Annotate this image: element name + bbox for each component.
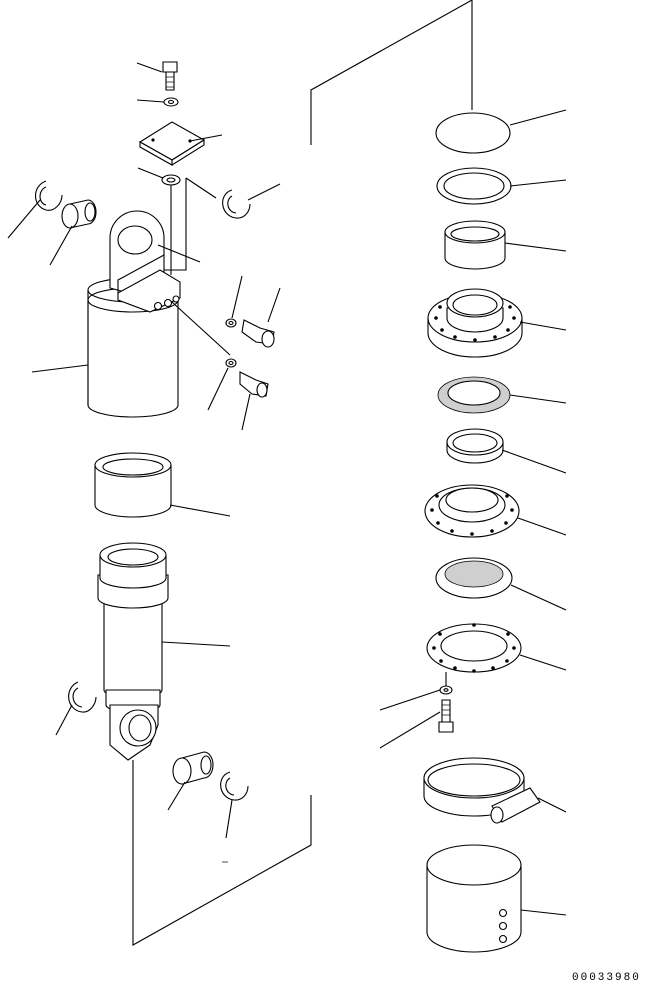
bearing-ring-lower	[436, 558, 512, 598]
leader-line	[190, 135, 222, 141]
dust-cap-disc	[436, 113, 510, 153]
flange-lower-bolt-holes	[430, 494, 514, 536]
hose-clamp	[424, 758, 540, 823]
leader-line	[8, 200, 40, 238]
leader-line	[511, 585, 566, 610]
fitting-plug-upper	[242, 320, 274, 347]
leader-line	[520, 322, 566, 330]
leader-line	[248, 184, 280, 200]
leader-line	[170, 505, 230, 516]
leader-line	[518, 518, 566, 535]
leader-line	[208, 368, 228, 410]
leader-line	[226, 800, 232, 838]
bottom-assembly-line	[133, 760, 311, 945]
leader-line	[158, 245, 200, 262]
leader-line	[32, 365, 88, 372]
gasket-plate	[427, 623, 521, 673]
leader-lines	[8, 63, 566, 915]
leader-line	[520, 655, 566, 670]
pin-bushing-upper	[62, 200, 96, 228]
plate-bushing	[162, 175, 180, 185]
leader-line	[538, 798, 566, 812]
top-bolt	[163, 62, 177, 90]
snap-ring-path-line	[186, 178, 216, 198]
bushing-sleeve	[445, 221, 505, 269]
leader-line	[380, 690, 440, 710]
guide-sleeve	[95, 453, 171, 517]
leader-line	[268, 288, 280, 322]
o-ring-lower	[226, 359, 236, 367]
flange-lower	[425, 485, 519, 537]
gasket-bolt-holes	[432, 623, 516, 673]
lock-plate	[140, 122, 204, 165]
assembly-bracket-lines	[133, 0, 472, 945]
leader-line	[521, 910, 566, 915]
leader-line	[137, 63, 162, 72]
snap-ring-lower-right	[221, 772, 248, 800]
leader-line	[510, 180, 566, 186]
top-washer	[164, 98, 178, 106]
drawing-number: 00033980	[572, 972, 641, 984]
flange-upper-bolt-holes	[434, 305, 516, 342]
pin-bushing-lower	[173, 752, 213, 784]
seal-ring	[437, 168, 511, 204]
snap-ring-upper-left	[36, 181, 63, 210]
mount-washer	[440, 686, 452, 694]
mount-bolt	[439, 700, 453, 732]
leader-line	[505, 243, 566, 251]
leader-line	[510, 110, 566, 125]
leader-line	[232, 276, 242, 318]
snap-ring-lower-left	[69, 682, 96, 712]
leader-line	[162, 642, 230, 646]
leader-line	[168, 782, 185, 810]
fitting-path-line-1	[172, 302, 230, 355]
fitting-plug-lower	[240, 372, 268, 397]
leader-line	[56, 705, 72, 735]
leader-line	[380, 712, 440, 748]
leader-line	[510, 395, 566, 403]
snap-ring-upper-right	[223, 190, 250, 218]
leader-line	[137, 100, 164, 102]
piston-rod	[98, 543, 168, 760]
head-eye	[110, 211, 180, 312]
leader-line	[50, 226, 72, 265]
leader-line	[502, 450, 566, 473]
o-ring-upper	[226, 319, 236, 327]
leader-line	[138, 168, 163, 178]
leader-line	[242, 394, 250, 430]
flange-upper	[428, 289, 522, 357]
top-assembly-line	[311, 0, 472, 145]
wear-ring	[447, 429, 503, 463]
protective-cover	[427, 845, 521, 952]
bearing-ring-upper	[438, 377, 510, 413]
